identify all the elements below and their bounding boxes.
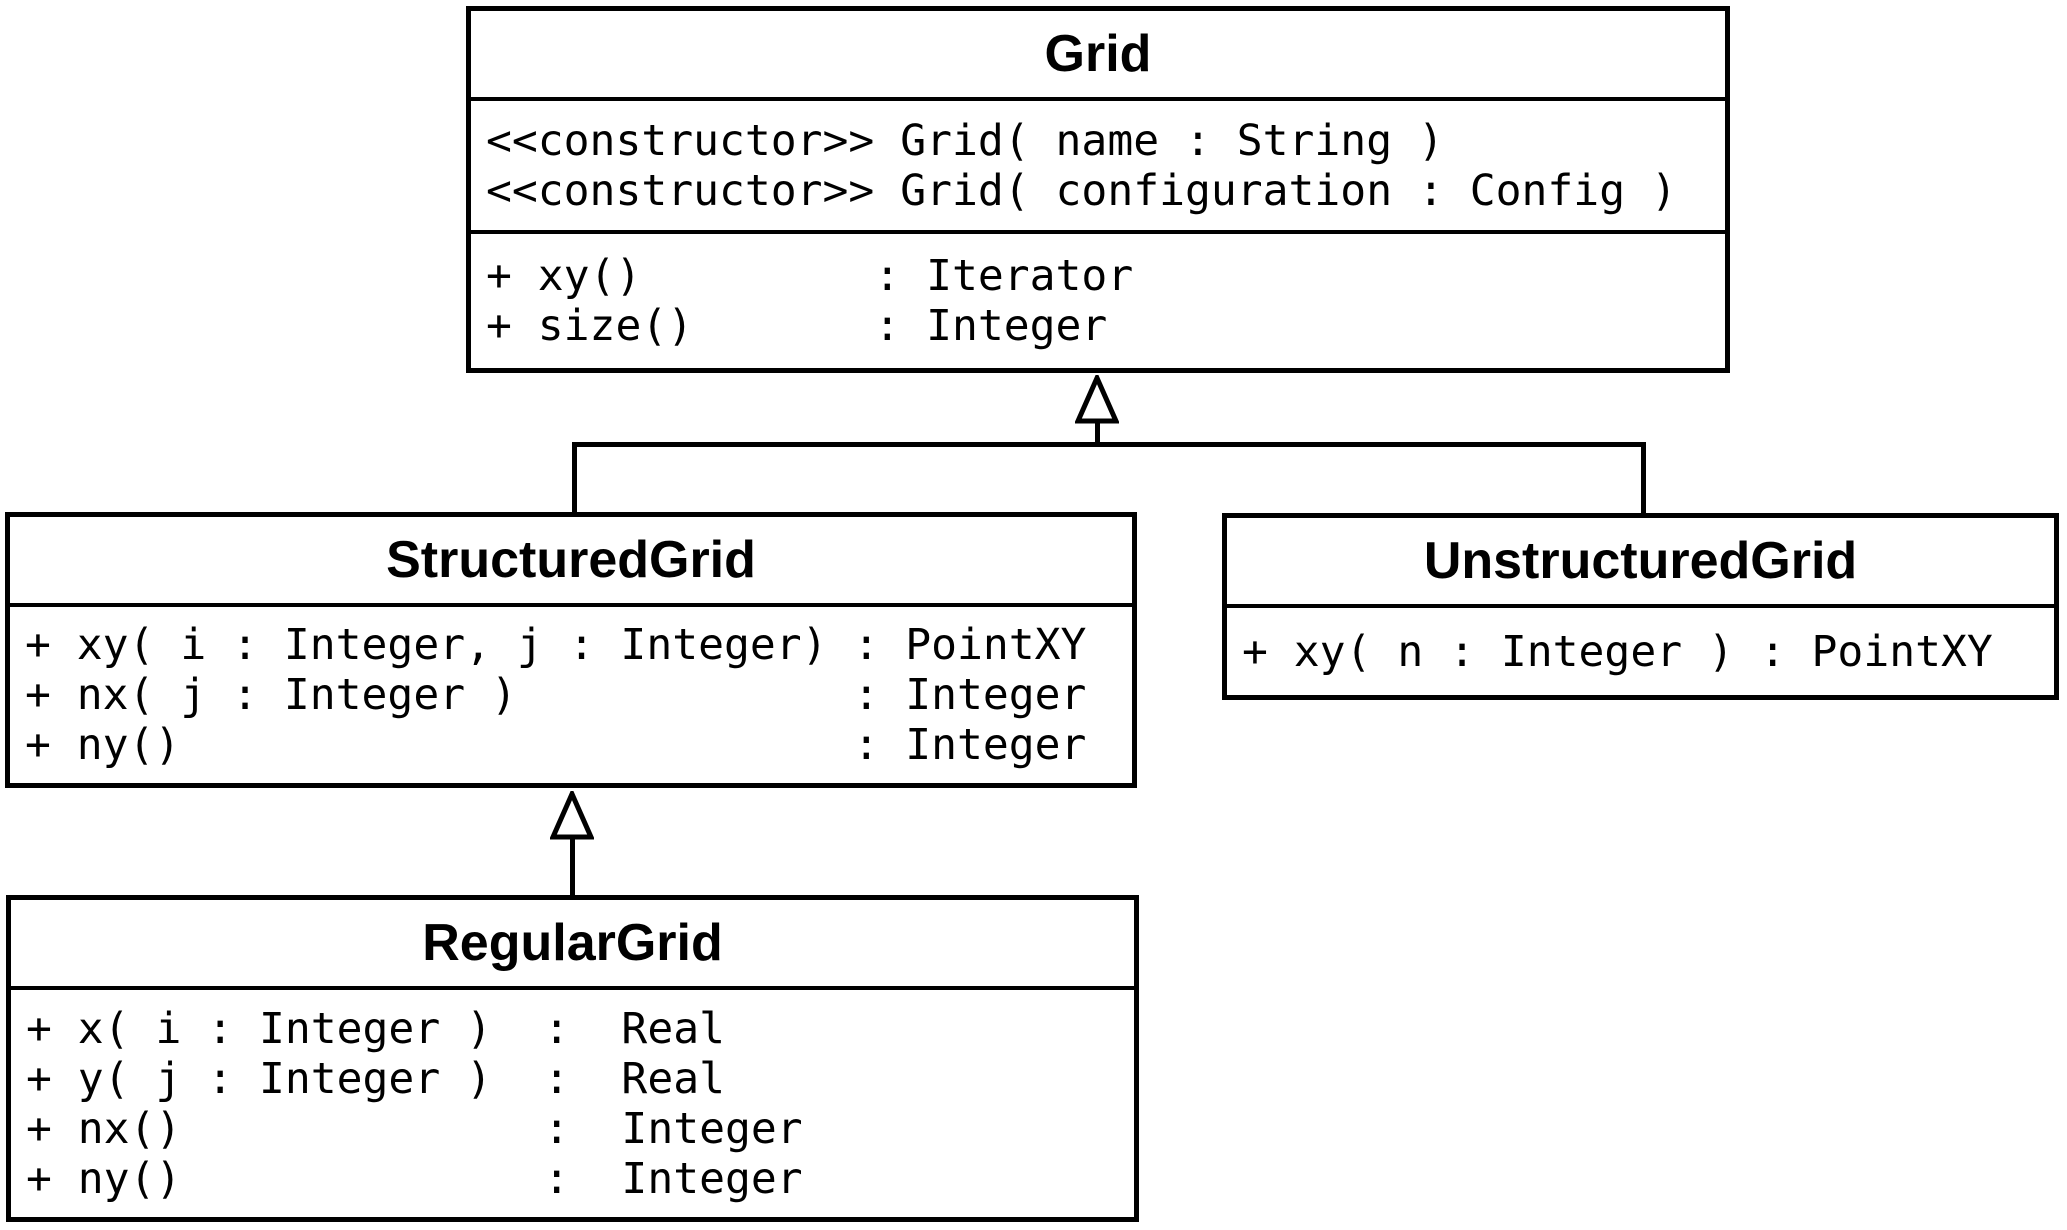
class-title-structuredgrid: StructuredGrid — [10, 517, 1132, 607]
generalization-arrow-icon — [550, 791, 594, 840]
method-line: + x( i : Integer ) : Real — [26, 1003, 725, 1054]
method-line: + xy( n : Integer ) : PointXY — [1242, 626, 1993, 677]
class-title-unstructuredgrid: UnstructuredGrid — [1227, 518, 2054, 608]
generalization-stem-grid — [1095, 418, 1100, 447]
arrowhead-triangle — [550, 791, 594, 840]
method-line: + nx( j : Integer ) : Integer — [25, 670, 1087, 720]
constructor-line: <<constructor>> Grid( name : String ) — [486, 115, 1444, 166]
method-compartment-regulargrid: + x( i : Integer ) : Real + y( j : Integ… — [11, 990, 1134, 1217]
class-box-unstructuredgrid: UnstructuredGrid + xy( n : Integer ) : P… — [1222, 513, 2059, 700]
class-box-structuredgrid: StructuredGrid + xy( i : Integer, j : In… — [5, 512, 1137, 788]
method-line: + ny() : Integer — [26, 1153, 803, 1204]
class-box-regulargrid: RegularGrid + x( i : Integer ) : Real + … — [6, 895, 1139, 1222]
method-line: + nx() : Integer — [26, 1103, 803, 1154]
method-line: + y( j : Integer ) : Real — [26, 1053, 725, 1104]
method-compartment-structuredgrid: + xy( i : Integer, j : Integer) : PointX… — [10, 607, 1132, 783]
generalization-stem-regulargrid — [570, 834, 575, 899]
method-line: + xy( i : Integer, j : Integer) : PointX… — [25, 620, 1087, 670]
arrowhead-triangle — [1075, 375, 1119, 424]
generalization-horizontal-line — [572, 442, 1646, 447]
generalization-arrow-icon — [1075, 375, 1119, 424]
constructor-compartment-grid: <<constructor>> Grid( name : String ) <<… — [471, 101, 1725, 234]
generalization-line-unstructuredgrid — [1641, 442, 1646, 517]
method-line: + xy() : Iterator — [486, 251, 1134, 301]
method-line: + size() : Integer — [486, 301, 1108, 351]
class-box-grid: Grid <<constructor>> Grid( name : String… — [466, 6, 1730, 373]
method-compartment-grid: + xy() : Iterator + size() : Integer — [471, 234, 1725, 368]
constructor-line: <<constructor>> Grid( configuration : Co… — [486, 165, 1677, 216]
class-title-regulargrid: RegularGrid — [11, 900, 1134, 990]
generalization-line-structuredgrid — [572, 442, 577, 516]
method-line: + ny() : Integer — [25, 720, 1087, 770]
method-compartment-unstructuredgrid: + xy( n : Integer ) : PointXY — [1227, 608, 2054, 695]
class-title-grid: Grid — [471, 11, 1725, 101]
